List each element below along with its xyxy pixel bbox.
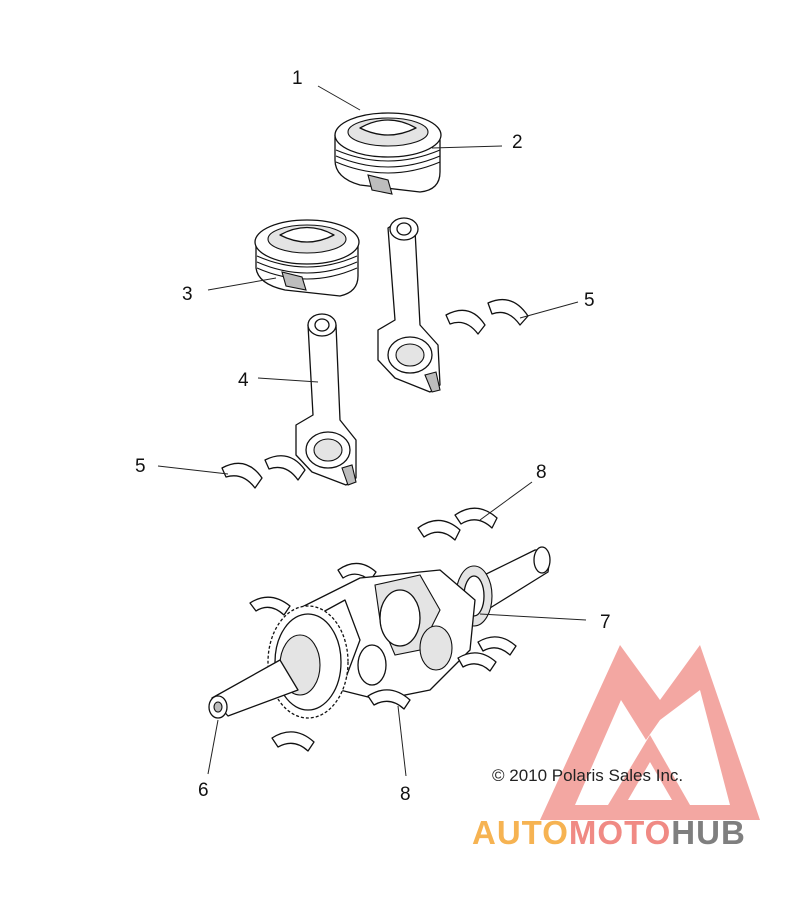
crankshaft [208,546,551,719]
brand-auto: AUTO [472,814,569,851]
callout-8-upper: 8 [536,462,547,483]
brand-moto: MOTO [568,814,672,851]
connecting-rod-upper [377,217,441,393]
callout-5-upper: 5 [584,290,595,311]
callout-2: 2 [512,132,523,153]
copyright-notice: © 2010 Polaris Sales Inc. [492,766,684,785]
brand-hub: HUB [671,814,746,851]
connecting-rod-lower [295,313,357,486]
bearing-shells-rod-upper [445,299,529,335]
callouts: 1 2 3 4 5 5 6 7 8 8 [135,68,611,805]
callout-3: 3 [182,284,193,305]
bearing-shells-rod-lower [221,455,306,489]
watermark-brand: AUTOMOTOHUB [472,814,746,852]
callout-8-lower: 8 [400,784,411,805]
callout-4: 4 [238,370,249,391]
watermark-logo [540,645,760,820]
callout-7: 7 [600,612,611,633]
leader-lines [157,85,587,777]
piston-lower [254,219,360,297]
callout-1: 1 [292,68,303,89]
main-bearing-shells-lower [271,636,517,752]
callout-5-lower: 5 [135,456,146,477]
main-bearing-shells-upper [249,507,498,616]
callout-6: 6 [198,780,209,801]
piston-upper [334,112,442,195]
